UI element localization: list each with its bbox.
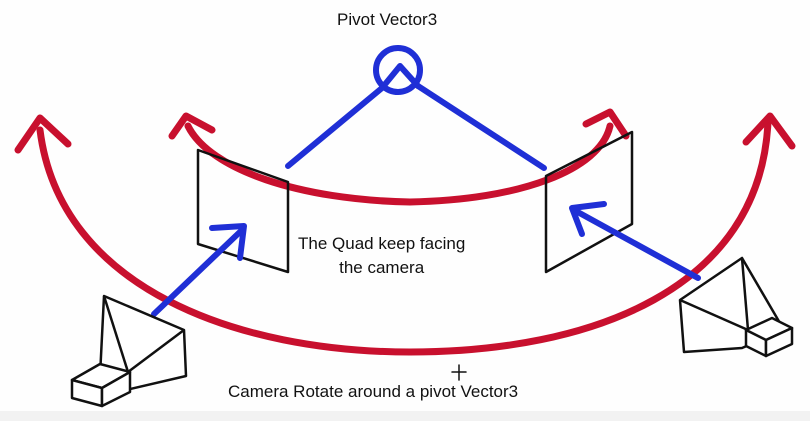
quad-facing-label-line1: The Quad keep facing <box>298 234 466 253</box>
outer-arc-right-arrowhead-icon <box>742 112 796 150</box>
outer-rotation-arc <box>14 112 796 356</box>
pivot-apex <box>379 63 421 91</box>
left-camera-sight-line <box>151 227 245 317</box>
right-camera-edge <box>740 257 750 331</box>
pivot-circle-icon <box>373 45 423 95</box>
right-camera-arrowhead-icon <box>569 201 607 237</box>
left-camera-edge <box>102 295 130 373</box>
pivot-lines <box>285 45 547 171</box>
inner-rotation-arc <box>168 108 630 206</box>
right-quad <box>544 130 634 274</box>
quad-facing-label: The Quad keep facing the camera <box>298 232 465 280</box>
pivot-line-left <box>285 85 385 169</box>
left-camera-arrowhead-icon <box>209 223 247 261</box>
right-camera-edge-2 <box>679 298 749 332</box>
outer-arc-curve <box>36 118 772 356</box>
inner-arc-curve <box>184 122 614 206</box>
outer-arc-left-arrowhead-icon <box>14 114 72 154</box>
right-camera-icon <box>678 256 794 358</box>
left-camera-body-right <box>100 370 132 408</box>
right-camera-sight-line <box>571 207 701 281</box>
camera-rotate-caption: Camera Rotate around a pivot Vector3 <box>228 382 519 401</box>
pivot-title-label: Pivot Vector3 <box>337 10 438 29</box>
inner-arc-right-arrowhead-icon <box>582 108 630 140</box>
left-quad <box>196 148 290 274</box>
camera-sight-arrows <box>151 201 701 317</box>
center-cross-icon <box>451 364 467 381</box>
bottom-strip <box>0 411 810 421</box>
left-camera-edge-2 <box>127 329 185 373</box>
quad-facing-label-line2: the camera <box>339 258 425 277</box>
inner-arc-left-arrowhead-icon <box>168 112 216 140</box>
left-camera-frustum <box>98 294 188 392</box>
pivot-line-right <box>415 83 547 171</box>
left-camera-icon <box>70 294 188 408</box>
right-camera-body-right <box>764 326 794 358</box>
